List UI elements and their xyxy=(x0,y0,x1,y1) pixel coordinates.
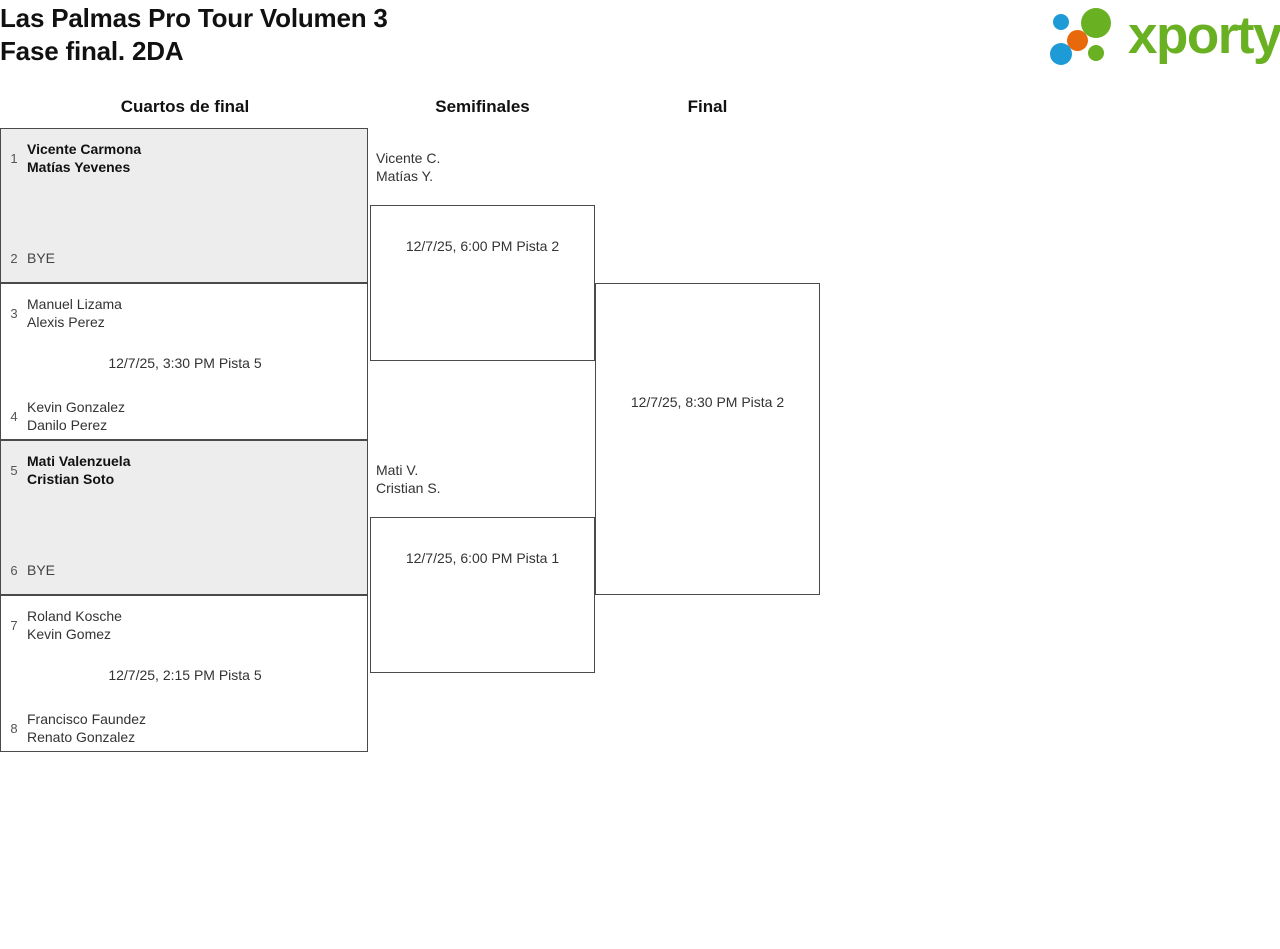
advancing-players-sf-2: Mati V. Cristian S. xyxy=(376,462,441,496)
page-header: Las Palmas Pro Tour Volumen 3 Fase final… xyxy=(0,0,1280,86)
seed-number: 3 xyxy=(10,305,18,321)
match-box-qf-4[interactable]: 7 Roland Kosche Kevin Gomez 12/7/25, 2:1… xyxy=(0,595,368,752)
seed-number: 8 xyxy=(10,720,18,736)
match-slot-top[interactable]: 3 Manuel Lizama Alexis Perez xyxy=(1,293,369,333)
round-header-cuartos: Cuartos de final xyxy=(120,97,250,116)
logo-dot-blue-large xyxy=(1050,43,1072,65)
match-box-final[interactable]: 12/7/25, 8:30 PM Pista 2 xyxy=(595,283,820,595)
match-schedule: 12/7/25, 6:00 PM Pista 1 xyxy=(405,550,560,566)
match-box-sf-2[interactable]: 12/7/25, 6:00 PM Pista 1 xyxy=(370,517,595,673)
seed-number: 5 xyxy=(10,462,18,478)
seed-number: 6 xyxy=(10,562,18,578)
match-box-qf-2[interactable]: 3 Manuel Lizama Alexis Perez 12/7/25, 3:… xyxy=(0,283,368,440)
match-slot-bottom[interactable]: 8 Francisco Faundez Renato Gonzalez xyxy=(1,708,369,748)
player-names: Francisco Faundez Renato Gonzalez xyxy=(27,711,147,745)
page-title: Las Palmas Pro Tour Volumen 3 Fase final… xyxy=(0,3,388,66)
logo-dot-green-small xyxy=(1088,45,1104,61)
player-names: Kevin Gonzalez Danilo Perez xyxy=(27,399,126,433)
logo-wordmark: xporty xyxy=(1128,6,1280,65)
seed-number: 2 xyxy=(10,250,18,266)
logo-dots-icon xyxy=(1050,4,1130,68)
player-names: Mati Valenzuela Cristian Soto xyxy=(27,453,131,487)
round-header-semifinales: Semifinales xyxy=(435,97,530,116)
match-slot-top[interactable]: 7 Roland Kosche Kevin Gomez xyxy=(1,605,369,645)
match-slot-top[interactable]: 5 Mati Valenzuela Cristian Soto xyxy=(1,450,369,490)
logo-dot-orange xyxy=(1067,30,1088,51)
match-slot-top[interactable]: 1 Vicente Carmona Matías Yevenes xyxy=(1,138,369,178)
match-box-sf-1[interactable]: 12/7/25, 6:00 PM Pista 2 xyxy=(370,205,595,361)
seed-number: 7 xyxy=(10,617,18,633)
player-names: Roland Kosche Kevin Gomez xyxy=(27,608,122,642)
match-slot-bottom[interactable]: 6 BYE xyxy=(1,560,369,580)
match-schedule: 12/7/25, 3:30 PM Pista 5 xyxy=(108,355,262,371)
seed-number: 1 xyxy=(10,150,18,166)
round-header-final: Final xyxy=(687,97,728,116)
match-schedule: 12/7/25, 2:15 PM Pista 5 xyxy=(108,667,262,683)
match-schedule: 12/7/25, 6:00 PM Pista 2 xyxy=(405,238,560,254)
advancing-players-sf-1: Vicente C. Matías Y. xyxy=(376,150,441,184)
logo-dot-green-large xyxy=(1081,8,1111,38)
player-names: Manuel Lizama Alexis Perez xyxy=(27,296,122,330)
xporty-logo[interactable]: xporty xyxy=(1050,4,1280,68)
match-schedule: 12/7/25, 8:30 PM Pista 2 xyxy=(630,394,785,410)
match-box-qf-1[interactable]: 1 Vicente Carmona Matías Yevenes 2 BYE xyxy=(0,128,368,283)
seed-number: 4 xyxy=(10,408,18,424)
player-names: Vicente Carmona Matías Yevenes xyxy=(27,141,142,175)
logo-dot-blue-small xyxy=(1053,14,1069,30)
player-names: BYE xyxy=(27,562,56,578)
match-slot-bottom[interactable]: 2 BYE xyxy=(1,248,369,268)
match-slot-bottom[interactable]: 4 Kevin Gonzalez Danilo Perez xyxy=(1,396,369,436)
player-names: BYE xyxy=(27,250,56,266)
match-box-qf-3[interactable]: 5 Mati Valenzuela Cristian Soto 6 BYE xyxy=(0,440,368,595)
